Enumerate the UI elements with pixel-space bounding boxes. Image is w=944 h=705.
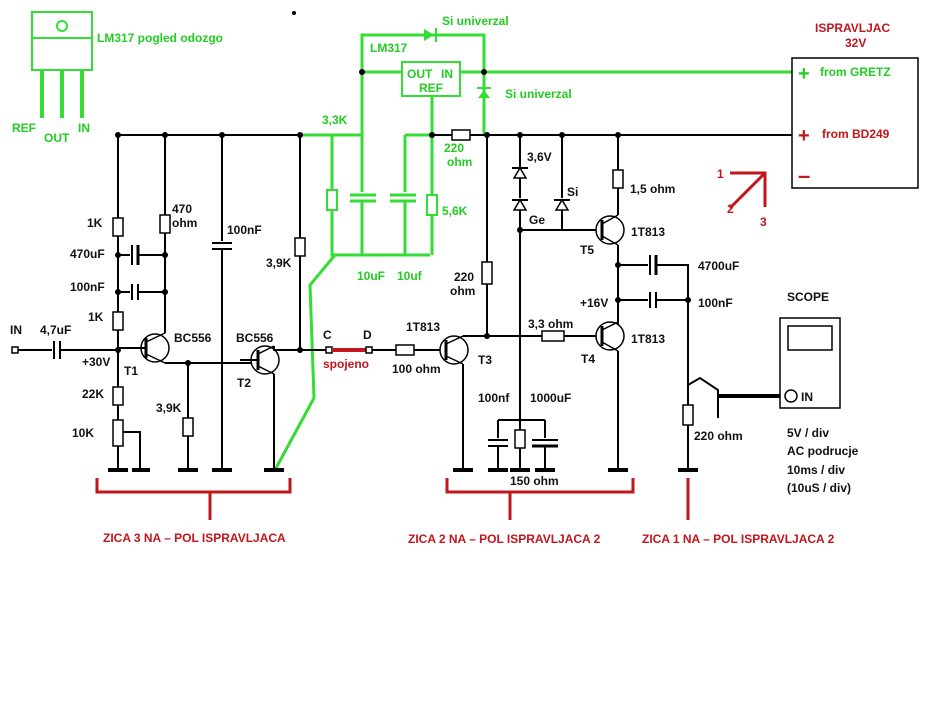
scope-title: SCOPE bbox=[787, 290, 829, 304]
cap-in-label: 4,7uF bbox=[40, 323, 71, 337]
scope-in-label: IN bbox=[801, 390, 813, 404]
c1000-label: 1000uF bbox=[530, 391, 571, 405]
from-gretz-label: from GRETZ bbox=[820, 65, 891, 79]
scope-setting-2: AC podrucje bbox=[787, 444, 859, 458]
stray-dot bbox=[292, 11, 296, 15]
wire-3-label: ZICA 3 NA – POL ISPRAVLJACA bbox=[103, 531, 286, 545]
r220-left-unit: ohm bbox=[450, 284, 475, 298]
lm317-ref-label: REF bbox=[419, 81, 443, 95]
res-56k-label: 5,6K bbox=[442, 204, 468, 218]
scope-icon bbox=[779, 317, 841, 409]
r1k-top-label: 1K bbox=[87, 216, 103, 230]
pin-ref-label: REF bbox=[12, 121, 36, 135]
pin-out-label: OUT bbox=[44, 131, 70, 145]
joined-label: spojeno bbox=[323, 357, 369, 371]
wire-2-label: ZICA 2 NA – POL ISPRAVLJACA 2 bbox=[408, 532, 601, 546]
t3-type-label: 1T813 bbox=[406, 320, 440, 334]
input-label: IN bbox=[10, 323, 22, 337]
plus-bd249-icon: + bbox=[798, 125, 810, 147]
cap-10uf-b-label: 10uf bbox=[397, 269, 423, 283]
r150-label: 150 ohm bbox=[510, 474, 559, 488]
t2-type-label: BC556 bbox=[236, 331, 274, 345]
r33-label: 3,3 ohm bbox=[528, 317, 573, 331]
r220-top-label: 220 bbox=[444, 141, 464, 155]
t4-type-label: 1T813 bbox=[631, 332, 665, 346]
c100nf-out-label: 100nF bbox=[698, 296, 733, 310]
arrow-label-3: 3 bbox=[760, 215, 767, 229]
c100nf-low-label: 100nf bbox=[478, 391, 510, 405]
point-d-label: D bbox=[363, 328, 372, 342]
from-bd249-label: from BD249 bbox=[822, 127, 890, 141]
r39k-right-label: 3,9K bbox=[266, 256, 292, 270]
rectifier-box bbox=[791, 57, 919, 189]
r22k-label: 22K bbox=[82, 387, 104, 401]
t4-name-label: T4 bbox=[581, 352, 595, 366]
ground-brackets bbox=[95, 478, 690, 520]
diode-side-label: Si univerzal bbox=[505, 87, 572, 101]
minus-icon: – bbox=[798, 163, 810, 188]
c4700-label: 4700uF bbox=[698, 259, 739, 273]
t1-type-label: BC556 bbox=[174, 331, 212, 345]
regulator-circuit bbox=[273, 28, 792, 471]
cap-10uf-a-label: 10uF bbox=[357, 269, 385, 283]
r220-top-unit: ohm bbox=[447, 155, 472, 169]
t5-type-label: 1T813 bbox=[631, 225, 665, 239]
scope-setting-1: 5V / div bbox=[787, 426, 829, 440]
r39k-low-label: 3,9K bbox=[156, 401, 182, 415]
ge-label: Ge bbox=[529, 213, 545, 227]
pin-in-label: IN bbox=[78, 121, 90, 135]
rectifier-voltage: 32V bbox=[845, 36, 866, 50]
scope-setting-4: (10uS / div) bbox=[787, 481, 851, 495]
scope-setting-3: 10ms / div bbox=[787, 463, 845, 477]
res-33k-label: 3,3K bbox=[322, 113, 348, 127]
lm317-chip-label: LM317 bbox=[370, 41, 408, 55]
r220-load-label: 220 ohm bbox=[694, 429, 743, 443]
lm317-pinout-drawing bbox=[31, 11, 93, 118]
c470-label: 470uF bbox=[70, 247, 105, 261]
r470-label: 470 bbox=[172, 202, 192, 216]
arrow-label-2: 2 bbox=[727, 202, 734, 216]
r220-left-label: 220 bbox=[454, 270, 474, 284]
main-wiring bbox=[11, 69, 792, 470]
plus-gretz-icon: + bbox=[798, 63, 810, 85]
r470-unit-label: ohm bbox=[172, 216, 197, 230]
t2-name-label: T2 bbox=[237, 376, 251, 390]
c100nf-left-label: 100nF bbox=[70, 280, 105, 294]
wire-1-label: ZICA 1 NA – POL ISPRAVLJACA 2 bbox=[642, 532, 835, 546]
c100nf-mid-label: 100nF bbox=[227, 223, 262, 237]
zener-label: 3,6V bbox=[527, 150, 552, 164]
lm317-out-label: OUT bbox=[407, 67, 433, 81]
pot10k-label: 10K bbox=[72, 426, 94, 440]
diode-top-label: Si univerzal bbox=[442, 14, 509, 28]
si-label: Si bbox=[567, 185, 578, 199]
r15-label: 1,5 ohm bbox=[630, 182, 675, 196]
r1k-mid-label: 1K bbox=[88, 310, 104, 324]
t5-name-label: T5 bbox=[580, 243, 594, 257]
arrow-label-1: 1 bbox=[717, 167, 724, 181]
t1-name-label: T1 bbox=[124, 364, 138, 378]
lm317-pinout-title: LM317 pogled odozgo bbox=[97, 31, 223, 45]
lm317-in-label: IN bbox=[441, 67, 453, 81]
r100-label: 100 ohm bbox=[392, 362, 441, 376]
rectifier-title: ISPRAVLJAC bbox=[815, 21, 890, 35]
red-arrow-icon bbox=[728, 171, 767, 210]
point-c-label: C bbox=[323, 328, 332, 342]
v16-label: +16V bbox=[580, 296, 608, 310]
t3-name-label: T3 bbox=[478, 353, 492, 367]
v30-label: +30V bbox=[82, 355, 110, 369]
